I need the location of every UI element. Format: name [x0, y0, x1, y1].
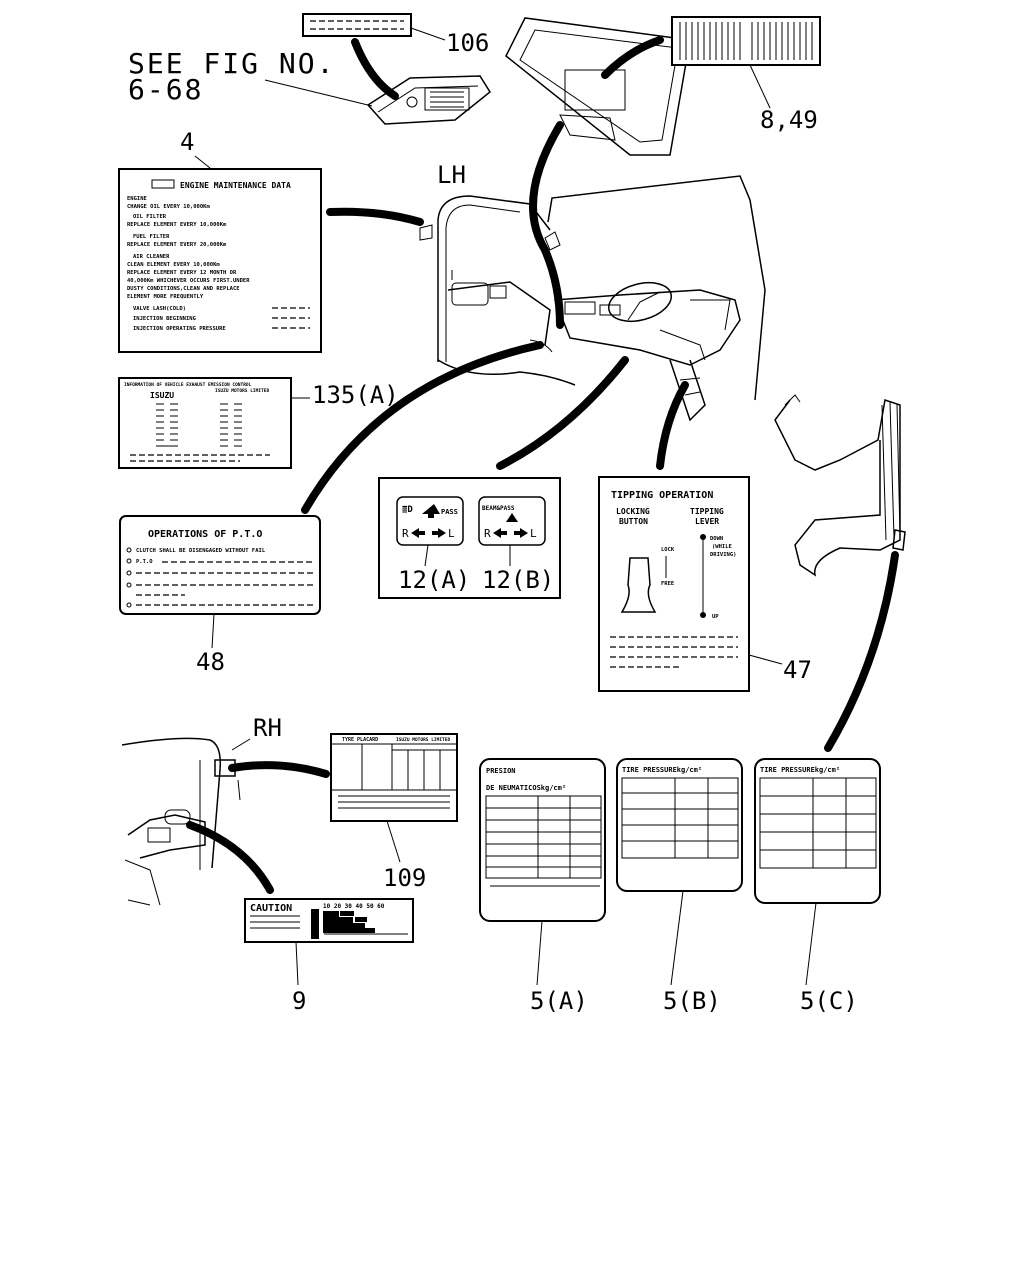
callout-9: 9: [292, 987, 306, 1015]
dome-light: [366, 75, 491, 125]
svg-text:ISUZU MOTORS LIMITED: ISUZU MOTORS LIMITED: [215, 388, 269, 394]
callout-4: 4: [180, 128, 194, 156]
svg-text:PASS: PASS: [441, 508, 458, 516]
label-8-49: [671, 16, 821, 66]
callout-47: 47: [783, 656, 812, 684]
svg-text:(WHILE: (WHILE: [712, 544, 732, 550]
svg-text:LOCK: LOCK: [661, 547, 675, 553]
lh-label: LH: [437, 161, 466, 189]
svg-text:INJECTION BEGINNING: INJECTION BEGINNING: [133, 316, 197, 322]
cab-lh: [419, 175, 766, 422]
svg-text:TIRE PRESSUREkg/cm²: TIRE PRESSUREkg/cm²: [760, 766, 840, 774]
leader-12: [496, 356, 629, 470]
label-5c-tire-pressure: TIRE PRESSUREkg/cm²: [754, 758, 881, 904]
svg-text:CLUTCH SHALL BE DISENGAGED WIT: CLUTCH SHALL BE DISENGAGED WITHOUT FAIL: [136, 548, 266, 554]
engine-label-title: ENGINE MAINTENANCE DATA: [180, 181, 291, 190]
svg-text:ENGINE: ENGINE: [127, 196, 147, 202]
callout-5c: 5(C): [800, 987, 858, 1015]
svg-text:BEAM&PASS: BEAM&PASS: [482, 505, 515, 512]
svg-text:L: L: [448, 527, 455, 540]
label-48-pto: OPERATIONS OF P.T.O CLUTCH SHALL BE DISE…: [119, 515, 321, 615]
svg-text:ELEMENT MORE FREQUENTLY: ELEMENT MORE FREQUENTLY: [127, 294, 204, 300]
tipping-title: TIPPING OPERATION: [611, 490, 713, 501]
svg-text:DUSTY CONDITIONS,CLEAN AND REP: DUSTY CONDITIONS,CLEAN AND REPLACE: [127, 286, 240, 292]
caution-title: CAUTION: [250, 903, 292, 914]
label-4-engine-maintenance: ENGINE MAINTENANCE DATA ENGINE CHANGE OI…: [118, 168, 322, 353]
leader-8-49-a: [601, 36, 664, 79]
pto-title: OPERATIONS OF P.T.O: [148, 529, 262, 540]
callout-48: 48: [196, 648, 225, 676]
svg-text:CHANGE OIL EVERY 10,000Km: CHANGE OIL EVERY 10,000Km: [127, 204, 210, 210]
leader-9: [186, 821, 274, 894]
svg-text:REPLACE ELEMENT EVERY 20,000Km: REPLACE ELEMENT EVERY 20,000Km: [127, 242, 227, 248]
svg-text:≣D: ≣D: [402, 505, 413, 515]
svg-text:ISUZU: ISUZU: [150, 391, 174, 400]
label-9-caution: CAUTION 10 20 30 40 50 60: [244, 898, 414, 943]
svg-text:INFORMATION OF VEHICLE EXHAUST: INFORMATION OF VEHICLE EXHAUST EMISSION …: [124, 382, 252, 388]
leader-4: [326, 207, 424, 226]
svg-text:FREE: FREE: [661, 581, 674, 587]
leader-47: [656, 381, 689, 470]
svg-text:FUEL FILTER: FUEL FILTER: [133, 234, 170, 240]
svg-text:LOCKING: LOCKING: [616, 507, 650, 516]
door-panel: [774, 394, 906, 577]
svg-text:PRESION: PRESION: [486, 767, 516, 775]
label-106: [302, 13, 412, 37]
svg-text:P.T.O: P.T.O: [136, 559, 153, 565]
svg-text:UP: UP: [712, 614, 719, 620]
label-135a-emission: INFORMATION OF VEHICLE EXHAUST EMISSION …: [118, 377, 292, 469]
svg-text:OIL FILTER: OIL FILTER: [133, 214, 167, 220]
svg-text:VALVE LASH(COLD): VALVE LASH(COLD): [133, 306, 186, 312]
callout-8-49: 8,49: [760, 106, 818, 134]
svg-text:40,000Km WHICHEVER OCCURS FIRS: 40,000Km WHICHEVER OCCURS FIRST.UNDER: [127, 278, 250, 284]
svg-text:R: R: [484, 527, 491, 540]
callout-135a: 135(A): [312, 381, 399, 409]
svg-text:BUTTON: BUTTON: [619, 517, 648, 526]
leader-106: [351, 38, 399, 100]
leader-48: [301, 341, 544, 514]
rh-label: RH: [253, 714, 282, 742]
label-5b-tire-pressure: TIRE PRESSUREkg/cm²: [616, 758, 743, 892]
svg-text:DOWN: DOWN: [710, 536, 723, 542]
callout-5b: 5(B): [663, 987, 721, 1015]
callout-5a: 5(A): [530, 987, 588, 1015]
svg-text:CLEAN ELEMENT EVERY 10,000Km: CLEAN ELEMENT EVERY 10,000Km: [127, 262, 220, 268]
callout-106: 106: [446, 29, 489, 57]
svg-text:R: R: [402, 527, 409, 540]
see-fig-number: 6-68: [128, 73, 203, 106]
svg-text:REPLACE ELEMENT EVERY 12 MONTH: REPLACE ELEMENT EVERY 12 MONTH OR: [127, 270, 237, 276]
svg-text:REPLACE ELEMENT EVERY 10,000Km: REPLACE ELEMENT EVERY 10,000Km: [127, 222, 227, 228]
see-fig-text: SEE FIG NO.: [128, 47, 335, 80]
svg-text:10 20 30 40 50 60: 10 20 30 40 50 60: [323, 903, 385, 910]
svg-text:AIR CLEANER: AIR CLEANER: [133, 254, 170, 260]
label-5a-presion: PRESION DE NEUMATICOSkg/cm²: [479, 758, 606, 922]
cab-rh: [121, 737, 241, 906]
leader-5c: [824, 551, 899, 752]
svg-text:L: L: [530, 527, 537, 540]
svg-text:TYRE PLACARD: TYRE PLACARD: [342, 737, 378, 743]
svg-text:TIRE PRESSUREkg/cm²: TIRE PRESSUREkg/cm²: [622, 766, 702, 774]
svg-text:DRIVING): DRIVING): [710, 552, 737, 558]
label-12-switches: ≣D PASS R L BEAM&PASS R L: [378, 477, 561, 599]
callout-109: 109: [383, 864, 426, 892]
leader-109: [228, 761, 330, 778]
svg-text:LEVER: LEVER: [695, 517, 719, 526]
svg-text:TIPPING: TIPPING: [690, 507, 724, 516]
callout-12b: 12(B): [482, 566, 554, 594]
callout-12a: 12(A): [398, 566, 470, 594]
overhead-console: [505, 17, 691, 156]
leader-8-49-b: [529, 121, 564, 329]
svg-text:DE NEUMATICOSkg/cm²: DE NEUMATICOSkg/cm²: [486, 784, 566, 792]
svg-text:INJECTION OPERATING PRESSURE: INJECTION OPERATING PRESSURE: [133, 326, 226, 332]
label-47-tipping: TIPPING OPERATION LOCKING BUTTON TIPPING…: [598, 476, 750, 692]
label-109-tyre-placard: TYRE PLACARD ISUZU MOTORS LIMITED: [330, 733, 458, 822]
svg-text:ISUZU MOTORS LIMITED: ISUZU MOTORS LIMITED: [396, 737, 450, 743]
